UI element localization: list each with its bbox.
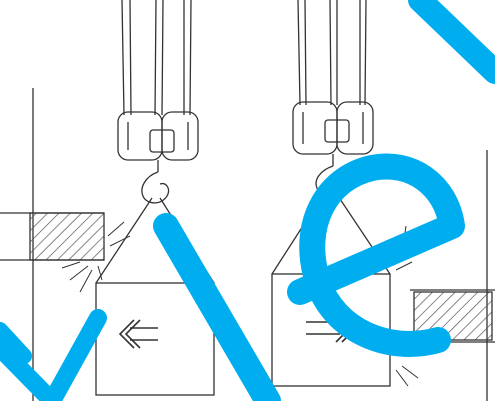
hoist-ropes	[298, 0, 366, 105]
hoist-ropes	[122, 0, 191, 115]
arrow-left-icon	[120, 320, 158, 348]
left-panel	[0, 0, 214, 401]
obstacle-block	[0, 213, 104, 260]
hook-block	[118, 112, 198, 172]
hook-block	[293, 102, 373, 166]
crane-hook-icon	[142, 172, 169, 203]
